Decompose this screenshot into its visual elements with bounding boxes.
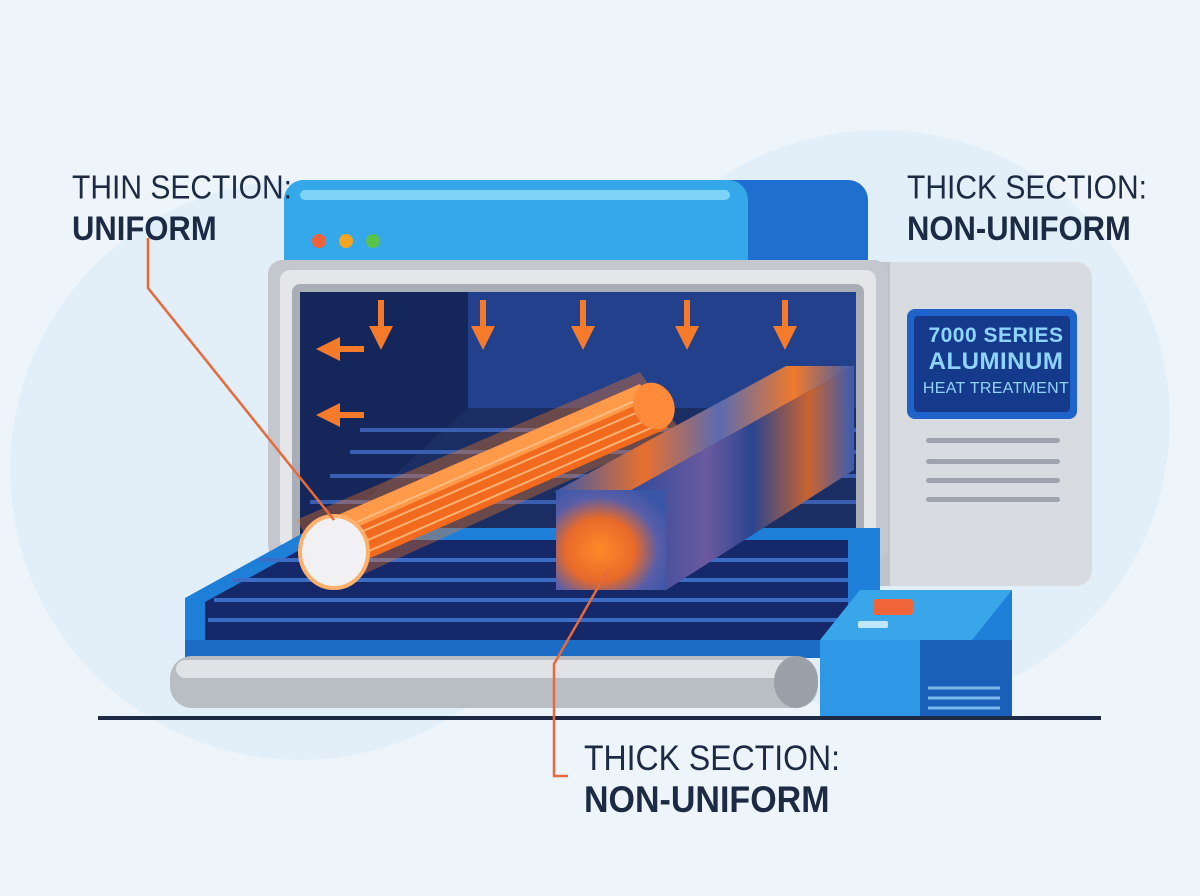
thin-section-title: THIN SECTION: [72, 170, 293, 207]
screen-line-2: ALUMINUM [928, 348, 1064, 375]
screen-line-3: HEAT TREATMENT [922, 380, 1070, 397]
arrow-down-icon [471, 300, 495, 350]
panel-line [926, 438, 1060, 443]
thick-section-title-right: THICK SECTION: [907, 170, 1148, 207]
oven-top-header-face [284, 180, 748, 280]
panel-line [926, 497, 1060, 502]
thick-section-status-bottom: NON-UNIFORM [584, 778, 830, 821]
thick-section-label-bottom: THICK SECTION: NON-UNIFORM [584, 738, 841, 821]
green-dot [366, 234, 380, 248]
arrow-down-icon [773, 300, 797, 350]
leader-line-thick [552, 569, 610, 778]
arrow-down-icon [369, 300, 393, 350]
leader-line-thin [146, 238, 335, 521]
arrow-down-icon [675, 300, 699, 350]
thick-section-block [554, 366, 854, 590]
arrow-left-icon [316, 403, 364, 427]
red-dot [312, 234, 326, 248]
thin-section-status: UNIFORM [72, 208, 217, 248]
screen-line-1: 7000 SERIES [928, 324, 1064, 347]
floor-line [98, 716, 1101, 720]
rod-end-face [298, 514, 370, 590]
panel-line [926, 459, 1060, 464]
thin-section-label: THIN SECTION: UNIFORM [72, 170, 293, 247]
arrow-down-icon [571, 300, 595, 350]
yellow-dot [339, 234, 353, 248]
thick-section-status-right: NON-UNIFORM [907, 208, 1131, 248]
arrow-left-icon [316, 337, 364, 361]
block-front-face [556, 490, 666, 590]
thick-section-label-right: THICK SECTION: NON-UNIFORM [907, 170, 1148, 247]
thin-section-rod [296, 372, 680, 590]
control-box-red-button [873, 599, 913, 615]
panel-line [926, 478, 1060, 483]
thick-section-title-bottom: THICK SECTION: [584, 738, 841, 778]
